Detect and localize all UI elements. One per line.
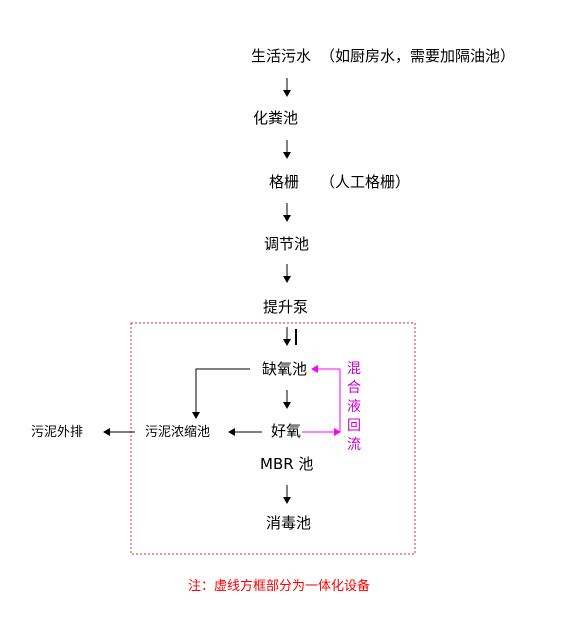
step-lift-pump: 提升泵	[263, 298, 309, 316]
step-disinfection-tank: 消毒池	[266, 514, 312, 532]
step-sludge-discharge: 污泥外排	[31, 425, 84, 440]
step-regulating-tank: 调节池	[264, 235, 310, 253]
step-mbr-tank: MBR 池	[260, 455, 314, 473]
label-mixed-liquor-reflux: 混合液回流	[347, 361, 361, 453]
step-domestic-sewage: 生活污水	[251, 47, 312, 65]
step-septic-tank: 化粪池	[253, 109, 299, 127]
step-grille: 格栅	[269, 173, 300, 191]
step-anoxic-tank: 缺氧池	[262, 360, 308, 378]
step-aerobic: 好氧	[271, 422, 302, 440]
integrated-equipment-box	[130, 322, 416, 555]
arrow-anoxic-to-thickening	[192, 368, 250, 419]
step-domestic-sewage-note: （如厨房水，需要加隔油池）	[320, 47, 516, 65]
step-grille-note: （人工格栅）	[320, 173, 411, 191]
integrated-equipment-note: 注：虚线方框部分为一体化设备	[188, 579, 371, 594]
step-sludge-thickening-tank: 污泥浓缩池	[145, 425, 211, 440]
